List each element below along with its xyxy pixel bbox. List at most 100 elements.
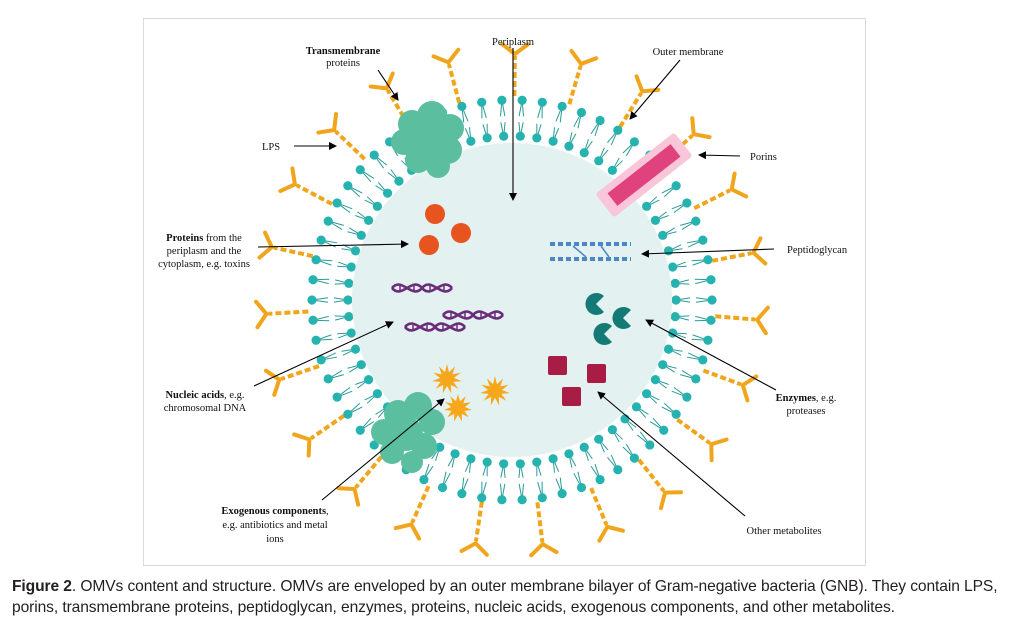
outer-membrane-bilayer: [307, 95, 717, 505]
lipid-head: [450, 449, 460, 459]
lps-headgroup: [709, 437, 729, 463]
label-proteins-line1: Proteins from the: [166, 233, 242, 244]
lipid-head: [650, 374, 660, 385]
label-nucleic-rest: , e.g.: [224, 390, 244, 401]
lps-headgroup: [368, 71, 395, 91]
lipid-head: [671, 181, 681, 191]
lipid-head: [537, 97, 547, 107]
lipid-head: [364, 374, 374, 385]
lps-headgroup: [263, 368, 282, 397]
lipid-head: [499, 131, 509, 141]
lipid-head: [435, 442, 445, 452]
lps-chain: [711, 251, 752, 263]
label-proteins-line3: cytoplasm, e.g. toxins: [158, 259, 250, 270]
lipid-head: [576, 482, 587, 493]
enzymes: [585, 293, 631, 345]
lipid-head: [355, 165, 365, 175]
label-transmembrane-line2: proteins: [326, 58, 360, 69]
lps-chain: [715, 314, 756, 322]
arrow-peptidoglycan: [641, 248, 775, 258]
lipid-head: [631, 402, 642, 412]
lps-chain: [618, 91, 643, 129]
lipid-head: [356, 230, 366, 240]
lipid-head: [548, 454, 558, 464]
lipid-head: [620, 414, 630, 424]
lipid-head: [343, 409, 353, 419]
label-proteins-line2: periplasm and the: [167, 246, 242, 257]
lipid-head: [307, 295, 317, 305]
lipid-head: [698, 355, 708, 365]
lipid-head: [579, 442, 589, 452]
lps-chain: [637, 458, 666, 493]
lps-chain: [273, 245, 314, 259]
figure-caption: Figure 2. OMVs content and structure. OM…: [12, 576, 1008, 618]
arrow-proteins: [257, 240, 409, 249]
label-nucleic-line2: chromosomal DNA: [164, 403, 247, 414]
lipid-head: [663, 246, 674, 256]
lps-chain: [693, 188, 731, 211]
lipid-head: [670, 278, 680, 289]
lipid-head: [532, 133, 542, 143]
arrow-porins: [698, 151, 741, 160]
lipid-head: [343, 295, 353, 305]
lps-headgroup: [659, 490, 684, 511]
lps-headgroup: [729, 171, 749, 199]
lps-chain: [473, 501, 484, 542]
lps-headgroup: [569, 49, 599, 67]
lipid-head: [658, 230, 668, 240]
lps-headgroup: [740, 374, 759, 403]
lipid-head: [323, 216, 333, 226]
lps-chain: [589, 487, 609, 526]
lipid-head: [703, 335, 713, 345]
exogenous-star: [480, 376, 510, 406]
lipid-head: [457, 101, 467, 111]
label-nucleic-bold: Nucleic acids: [165, 390, 224, 401]
lipid-head: [650, 215, 660, 226]
lipid-head: [691, 216, 701, 226]
lipid-head: [576, 107, 587, 118]
lipid-head: [323, 374, 333, 384]
label-enzymes-line1: Enzymes, e.g.: [776, 393, 837, 404]
lipid-head: [477, 97, 487, 107]
lps-headgroup: [254, 299, 269, 330]
lps-headgroup: [278, 166, 298, 194]
lps-chain: [535, 502, 545, 543]
lipid-head: [372, 389, 382, 399]
lipid-head: [663, 344, 674, 354]
lps-layer: [254, 42, 770, 558]
lipid-head: [671, 409, 681, 419]
lipid-head: [659, 425, 669, 435]
lipid-head: [670, 311, 680, 322]
label-enzymes-bold: Enzymes: [776, 393, 816, 404]
proteins: [419, 204, 471, 255]
lipid-head: [629, 137, 640, 147]
transmembrane-protein-bottom: [371, 392, 445, 473]
lipid-head: [394, 176, 404, 186]
lps-headgroup: [750, 236, 768, 266]
lipid-head: [350, 246, 361, 256]
label-proteins-bold: Proteins: [166, 233, 203, 244]
lps-chain: [446, 63, 462, 104]
lipid-head: [369, 150, 379, 160]
lipid-head: [382, 188, 393, 198]
lps-headgroup: [500, 42, 530, 57]
lps-headgroup: [393, 522, 422, 541]
lipid-head: [332, 392, 342, 402]
lipid-head: [682, 198, 692, 208]
lps-chain: [702, 368, 742, 387]
label-periplasm: Periplasm: [492, 37, 534, 48]
lps-headgroup: [597, 524, 625, 543]
lipid-head: [517, 495, 527, 505]
label-enzymes-line2: proteases: [786, 406, 825, 417]
lipid-head: [355, 425, 365, 435]
lipid-head: [364, 215, 374, 226]
lps-headgroup: [431, 47, 461, 65]
lipid-head: [466, 454, 476, 464]
lipid-head: [682, 392, 692, 402]
lipid-head: [308, 315, 318, 325]
lipid-head: [613, 465, 623, 475]
lps-chain: [676, 417, 711, 445]
lipid-head: [497, 95, 507, 105]
lipid-head: [344, 278, 354, 289]
lipid-head: [316, 355, 326, 365]
